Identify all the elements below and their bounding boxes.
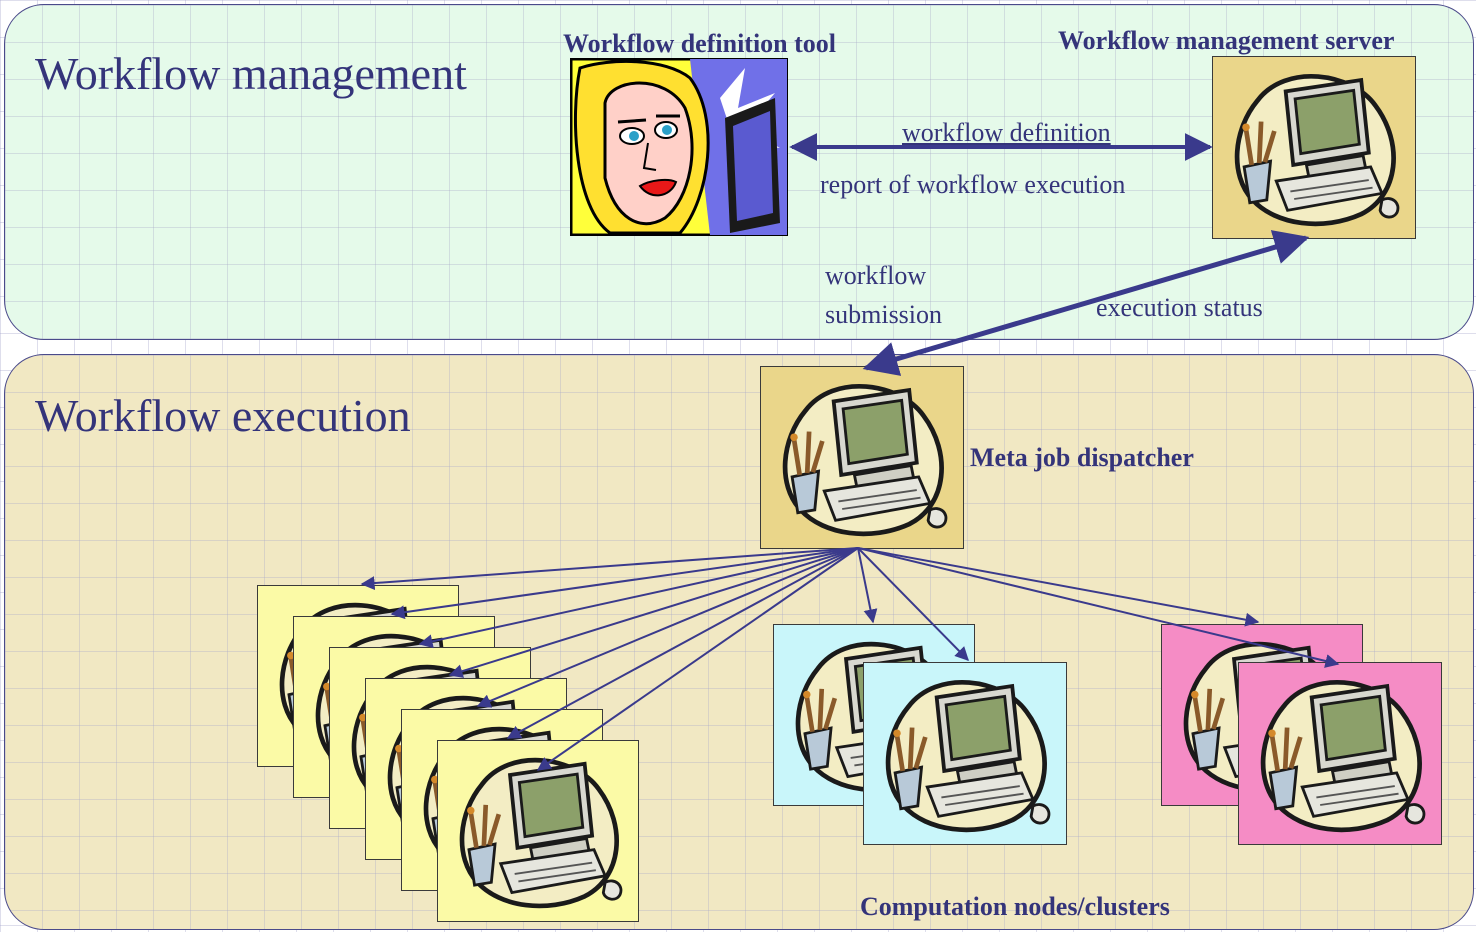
execution-section-title: Workflow execution (35, 390, 411, 441)
computer-icon (1219, 63, 1409, 233)
computation-node[interactable] (1238, 662, 1442, 845)
woman-at-computer-icon (569, 57, 789, 237)
workflow-submission-label-1: workflow (825, 261, 927, 290)
computation-nodes-label: Computation nodes/clusters (860, 892, 1170, 921)
workflow-management-server[interactable] (1212, 56, 1416, 239)
computer-icon (767, 373, 957, 543)
computer-icon (870, 669, 1060, 839)
management-server-label: Workflow management server (1058, 26, 1395, 55)
workflow-submission-label-2: submission (825, 300, 943, 329)
workflow-definition-tool[interactable] (569, 57, 789, 237)
dispatcher-label: Meta job dispatcher (970, 443, 1194, 472)
execution-status-label: execution status (1096, 293, 1263, 322)
computation-node[interactable] (437, 740, 639, 922)
report-of-execution-label: report of workflow execution (820, 170, 1126, 199)
definition-tool-label: Workflow definition tool (563, 29, 837, 58)
meta-job-dispatcher[interactable] (760, 366, 964, 549)
management-section-title: Workflow management (35, 48, 467, 99)
computer-icon (1245, 669, 1435, 839)
workflow-definition-label: workflow definition (902, 118, 1111, 147)
computer-icon (444, 747, 632, 915)
computation-node[interactable] (863, 662, 1067, 845)
